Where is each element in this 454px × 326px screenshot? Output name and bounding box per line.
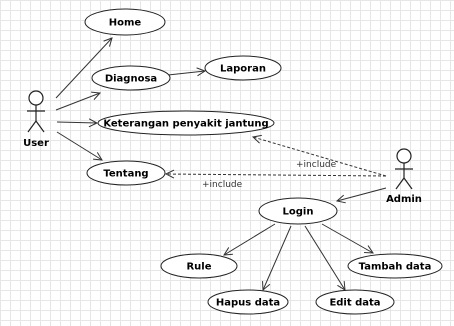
use-case-home-label: Home xyxy=(109,18,142,29)
use-case-rule-shape xyxy=(160,253,238,279)
use-case-home-shape xyxy=(84,8,166,36)
use-case-tambah-data[interactable]: Tambah data xyxy=(347,253,443,279)
use-case-hapus-data-shape xyxy=(207,289,289,315)
assoc-user-keterangan xyxy=(56,122,97,123)
assoc-login-hapus xyxy=(263,225,292,290)
use-case-keterangan[interactable]: Keterangan penyakit jantung xyxy=(97,110,275,136)
login-associations xyxy=(224,223,373,290)
actor-user-leg-right xyxy=(35,120,45,133)
use-case-login-label: Login xyxy=(283,207,314,218)
include-label-keterangan: +include xyxy=(296,160,337,170)
assoc-admin-login xyxy=(337,187,387,201)
include-keterangan-line xyxy=(253,137,387,177)
use-case-home[interactable]: Home xyxy=(84,8,166,36)
use-case-tentang[interactable]: Tentang xyxy=(86,160,166,186)
use-case-laporan[interactable]: Laporan xyxy=(204,55,282,81)
include-tentang-line xyxy=(166,174,387,176)
assoc-login-rule xyxy=(224,223,276,255)
use-case-laporan-shape xyxy=(204,55,282,81)
assoc-user-tentang xyxy=(56,131,102,160)
use-case-diagnosa-shape xyxy=(91,65,171,91)
assoc-user-home xyxy=(55,38,112,99)
include-relations xyxy=(166,137,387,177)
actor-user-leg-left xyxy=(27,120,37,133)
actor-admin-leg-left xyxy=(395,177,405,190)
use-case-edit-data-shape xyxy=(315,289,395,315)
use-case-diagnosa[interactable]: Diagnosa xyxy=(91,65,171,91)
assoc-login-tambah xyxy=(321,223,373,253)
use-case-keterangan-label: Keterangan penyakit jantung xyxy=(103,119,268,130)
user-associations xyxy=(55,38,112,160)
use-case-keterangan-shape xyxy=(97,110,275,136)
use-case-laporan-label: Laporan xyxy=(220,64,266,75)
use-case-rule-label: Rule xyxy=(186,262,211,273)
actor-user[interactable] xyxy=(27,90,45,133)
actor-admin-leg-right xyxy=(403,177,413,190)
use-case-tentang-label: Tentang xyxy=(103,169,148,180)
actor-admin-label: Admin xyxy=(386,194,422,205)
use-case-tentang-shape xyxy=(86,160,166,186)
use-case-hapus-data[interactable]: Hapus data xyxy=(207,289,289,315)
use-case-tambah-data-shape xyxy=(347,253,443,279)
actor-user-label: User xyxy=(23,138,49,149)
use-case-login[interactable]: Login xyxy=(258,197,338,225)
include-label-tentang: +include xyxy=(202,180,243,190)
use-case-hapus-data-label: Hapus data xyxy=(216,298,280,309)
use-case-edit-data[interactable]: Edit data xyxy=(315,289,395,315)
assoc-user-diagnosa xyxy=(55,93,100,111)
use-case-login-shape xyxy=(258,197,338,225)
actor-admin-head xyxy=(396,148,412,164)
use-case-rule[interactable]: Rule xyxy=(160,253,238,279)
assoc-diagnosa-laporan xyxy=(167,71,205,75)
actor-admin[interactable] xyxy=(395,148,413,190)
use-case-tambah-data-label: Tambah data xyxy=(359,262,432,273)
use-case-diagnosa-label: Diagnosa xyxy=(105,74,157,85)
use-case-edit-data-label: Edit data xyxy=(329,298,380,309)
assoc-login-edit xyxy=(304,225,345,290)
actor-user-head xyxy=(28,90,44,106)
